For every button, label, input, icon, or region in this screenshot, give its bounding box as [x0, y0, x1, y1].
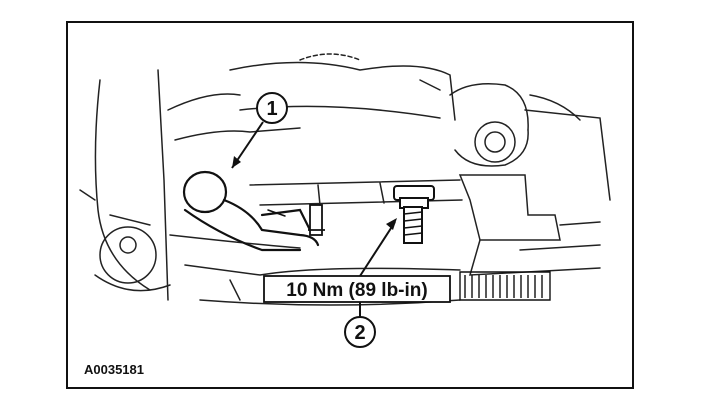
callout-2-number: 2: [354, 322, 365, 344]
torque-label: 10 Nm (89 lb-in): [263, 275, 451, 303]
bolt: [393, 185, 435, 244]
cable-clip: [308, 204, 325, 236]
figure-id: A0035181: [84, 362, 144, 377]
serrated-strip: [459, 271, 551, 301]
engine-sketch: [79, 53, 611, 306]
callout-1-number: 1: [266, 98, 277, 120]
callout-2: 2: [344, 218, 397, 348]
connector-cable: [182, 170, 320, 252]
torque-spec: 10 Nm (89 lb-in): [286, 280, 427, 301]
callout-1: 1: [231, 92, 288, 169]
